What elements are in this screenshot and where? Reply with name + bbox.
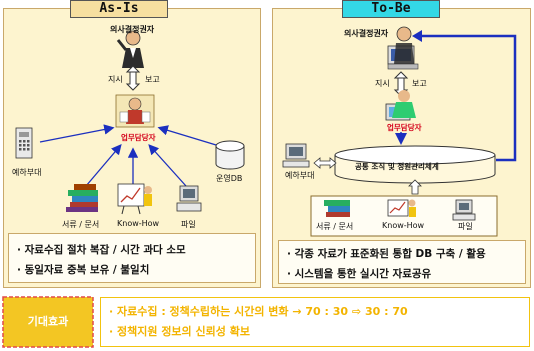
as-is-books-icon [66, 184, 98, 212]
to-be-instruct-label: 지시 [375, 79, 390, 88]
to-be-file-label: 파일 [458, 222, 473, 231]
as-is-computer-icon [176, 185, 202, 212]
to-be-system-label: 공통 조직 및 정원관리체계 [355, 162, 439, 171]
as-is-opdb-label: 운영DB [216, 174, 243, 183]
to-be-dept-computer-icon [282, 143, 310, 168]
effect-line-2: · 정책지원 정보의 신뢰성 확보 [109, 325, 250, 338]
to-be-officer-icon [385, 90, 416, 121]
as-is-instruct-report-arrows [125, 65, 141, 91]
to-be-finding-1: · 각종 자료가 표준화된 통합 DB 구축 / 활용 [287, 248, 486, 260]
as-is-file-label: 파일 [181, 220, 196, 229]
as-is-officer-icon [115, 94, 155, 128]
to-be-knowhow-icon [387, 199, 416, 217]
effect-label: 기대효과 [27, 315, 69, 328]
to-be-decision-maker-icon [387, 26, 419, 70]
as-is-officer-label: 업무담당자 [121, 133, 156, 142]
as-is-connector-arrows [39, 124, 227, 190]
to-be-computer-icon [452, 199, 476, 221]
to-be-finding-2: · 시스템을 통한 실시간 자료공유 [287, 268, 432, 280]
as-is-report-label: 보고 [145, 75, 160, 84]
to-be-officer-label: 업무담당자 [387, 123, 422, 132]
as-is-header: As-Is [70, 0, 168, 18]
to-be-sources-up-arrow [408, 179, 422, 195]
to-be-docs-label: 서류 / 문서 [316, 222, 354, 231]
as-is-finding-1: · 자료수집 절차 복잡 / 시간 과다 소모 [17, 244, 186, 256]
to-be-report-label: 보고 [412, 79, 427, 88]
to-be-feedback-arrow [412, 30, 517, 162]
as-is-decision-maker-label: 의사결정권자 [110, 25, 155, 34]
to-be-knowhow-label: Know-How [382, 221, 425, 230]
as-is-finding-2: · 동일자료 중복 보유 / 불일치 [17, 264, 150, 276]
to-be-decision-maker-label: 의사결정권자 [344, 29, 389, 38]
to-be-header: To-Be [342, 0, 440, 18]
effect-band: · 자료수집 : 정책수립하는 시간의 변화 → 70 : 30 ⇨ 30 : … [100, 297, 530, 347]
as-is-knowhow-icon [117, 183, 152, 215]
as-is-db-icon [215, 140, 245, 170]
effect-label-box [2, 296, 94, 348]
to-be-system-db-icon [334, 145, 496, 184]
to-be-dept-arrow [313, 157, 337, 169]
as-is-dept-label: 예하부대 [12, 168, 42, 177]
as-is-knowhow-label: Know-How [117, 219, 160, 228]
to-be-findings: · 각종 자료가 표준화된 통합 DB 구축 / 활용 · 시스템을 통한 실시… [278, 240, 526, 284]
as-is-decision-maker-icon [116, 30, 144, 68]
as-is-findings: · 자료수집 절차 복잡 / 시간 과다 소모 · 동일자료 중복 보유 / 불… [8, 233, 256, 283]
to-be-books-icon [324, 200, 350, 217]
as-is-phone-icon [15, 127, 33, 159]
as-is-instruct-label: 지시 [108, 75, 123, 84]
as-is-docs-label: 서류 / 문서 [62, 220, 100, 229]
effect-line-1: · 자료수집 : 정책수립하는 시간의 변화 → 70 : 30 ⇨ 30 : … [109, 305, 408, 318]
to-be-dept-label: 예하부대 [285, 171, 315, 180]
